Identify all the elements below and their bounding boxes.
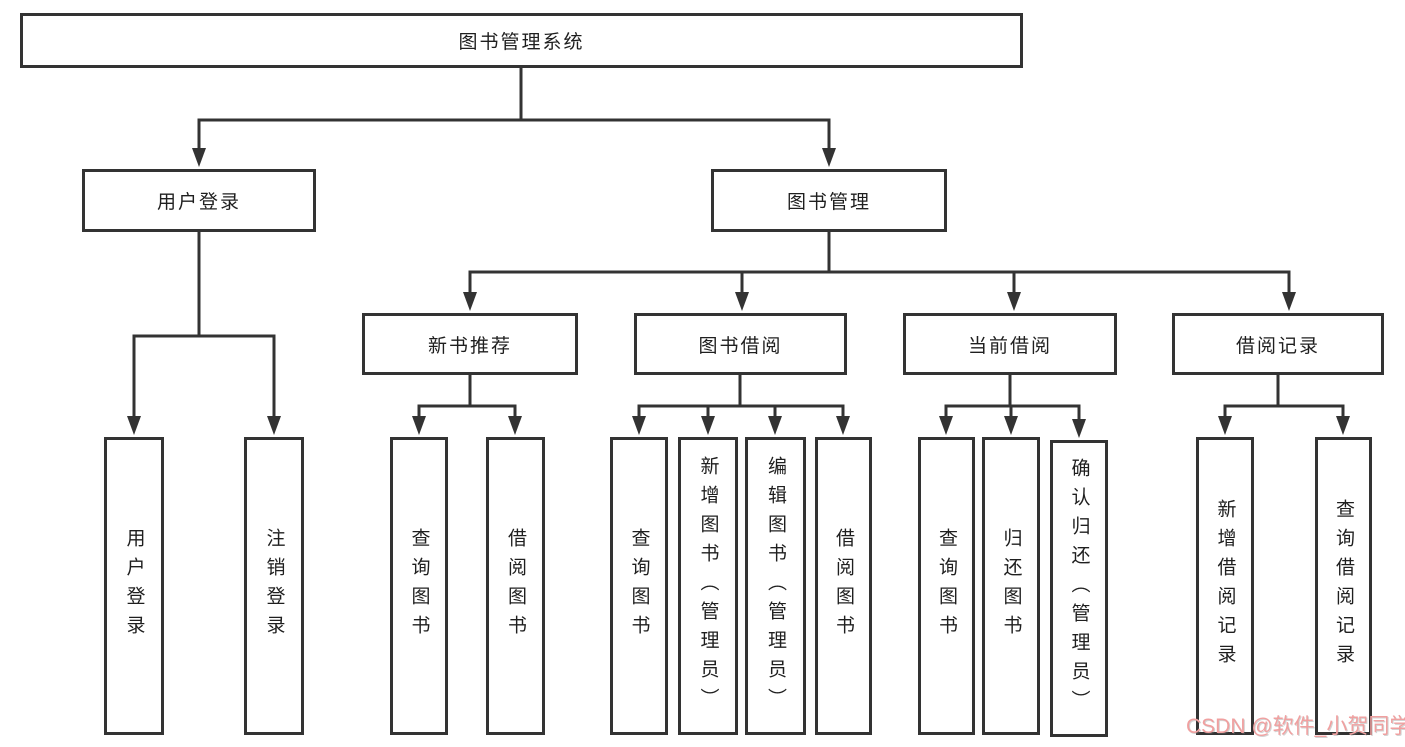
leaf-query-books-recommend: 查询图书 bbox=[390, 437, 448, 735]
node-new-book-recommendation: 新书推荐 bbox=[362, 313, 578, 375]
node-book-management: 图书管理 bbox=[711, 169, 947, 232]
leaf-label: 查询图书 bbox=[936, 528, 957, 644]
node-user-login: 用户登录 bbox=[82, 169, 316, 232]
leaf-borrow-books-recommend: 借阅图书 bbox=[486, 437, 545, 735]
node-label: 用户登录 bbox=[156, 192, 241, 213]
leaf-label: 归还图书 bbox=[1000, 528, 1022, 644]
node-label: 借阅记录 bbox=[1235, 335, 1320, 357]
leaf-add-borrow-record: 新增借阅记录 bbox=[1196, 437, 1254, 735]
leaf-return-book: 归还图书 bbox=[982, 437, 1040, 735]
leaf-label: 确认归还（管理员） bbox=[1068, 458, 1090, 719]
node-label: 图书借阅 bbox=[698, 335, 783, 357]
leaf-label: 新增借阅记录 bbox=[1214, 499, 1236, 673]
csdn-watermark: CSDN @软件_小贺同学 bbox=[1186, 715, 1405, 738]
node-label: 图书管理 bbox=[786, 192, 871, 213]
leaf-logout: 注销登录 bbox=[244, 437, 304, 735]
node-borrowing-records: 借阅记录 bbox=[1172, 313, 1384, 375]
node-library-management-system: 图书管理系统 bbox=[20, 13, 1023, 68]
node-label: 当前借阅 bbox=[967, 335, 1052, 357]
node-book-borrowing: 图书借阅 bbox=[634, 313, 847, 375]
leaf-query-books-borrowing: 查询图书 bbox=[610, 437, 668, 735]
leaf-label: 查询借阅记录 bbox=[1333, 499, 1354, 673]
leaf-label: 用户登录 bbox=[123, 528, 145, 644]
leaf-query-books-current: 查询图书 bbox=[918, 437, 975, 735]
leaf-edit-book-admin: 编辑图书（管理员） bbox=[745, 437, 806, 735]
node-label: 新书推荐 bbox=[427, 335, 512, 357]
leaf-add-book-admin: 新增图书（管理员） bbox=[678, 437, 738, 735]
leaf-label: 注销登录 bbox=[263, 528, 285, 644]
leaf-query-borrow-record: 查询借阅记录 bbox=[1315, 437, 1372, 735]
leaf-label: 编辑图书（管理员） bbox=[765, 455, 786, 717]
leaf-label: 借阅图书 bbox=[505, 528, 526, 644]
leaf-label: 查询图书 bbox=[628, 528, 650, 644]
leaf-confirm-return-admin: 确认归还（管理员） bbox=[1050, 440, 1108, 737]
leaf-user-login: 用户登录 bbox=[104, 437, 164, 735]
node-label: 图书管理系统 bbox=[458, 32, 585, 53]
leaf-label: 借阅图书 bbox=[833, 528, 854, 644]
leaf-borrow-books-borrowing: 借阅图书 bbox=[815, 437, 872, 735]
leaf-label: 新增图书（管理员） bbox=[697, 455, 719, 717]
leaf-label: 查询图书 bbox=[408, 528, 430, 644]
node-current-borrowing: 当前借阅 bbox=[903, 313, 1117, 375]
